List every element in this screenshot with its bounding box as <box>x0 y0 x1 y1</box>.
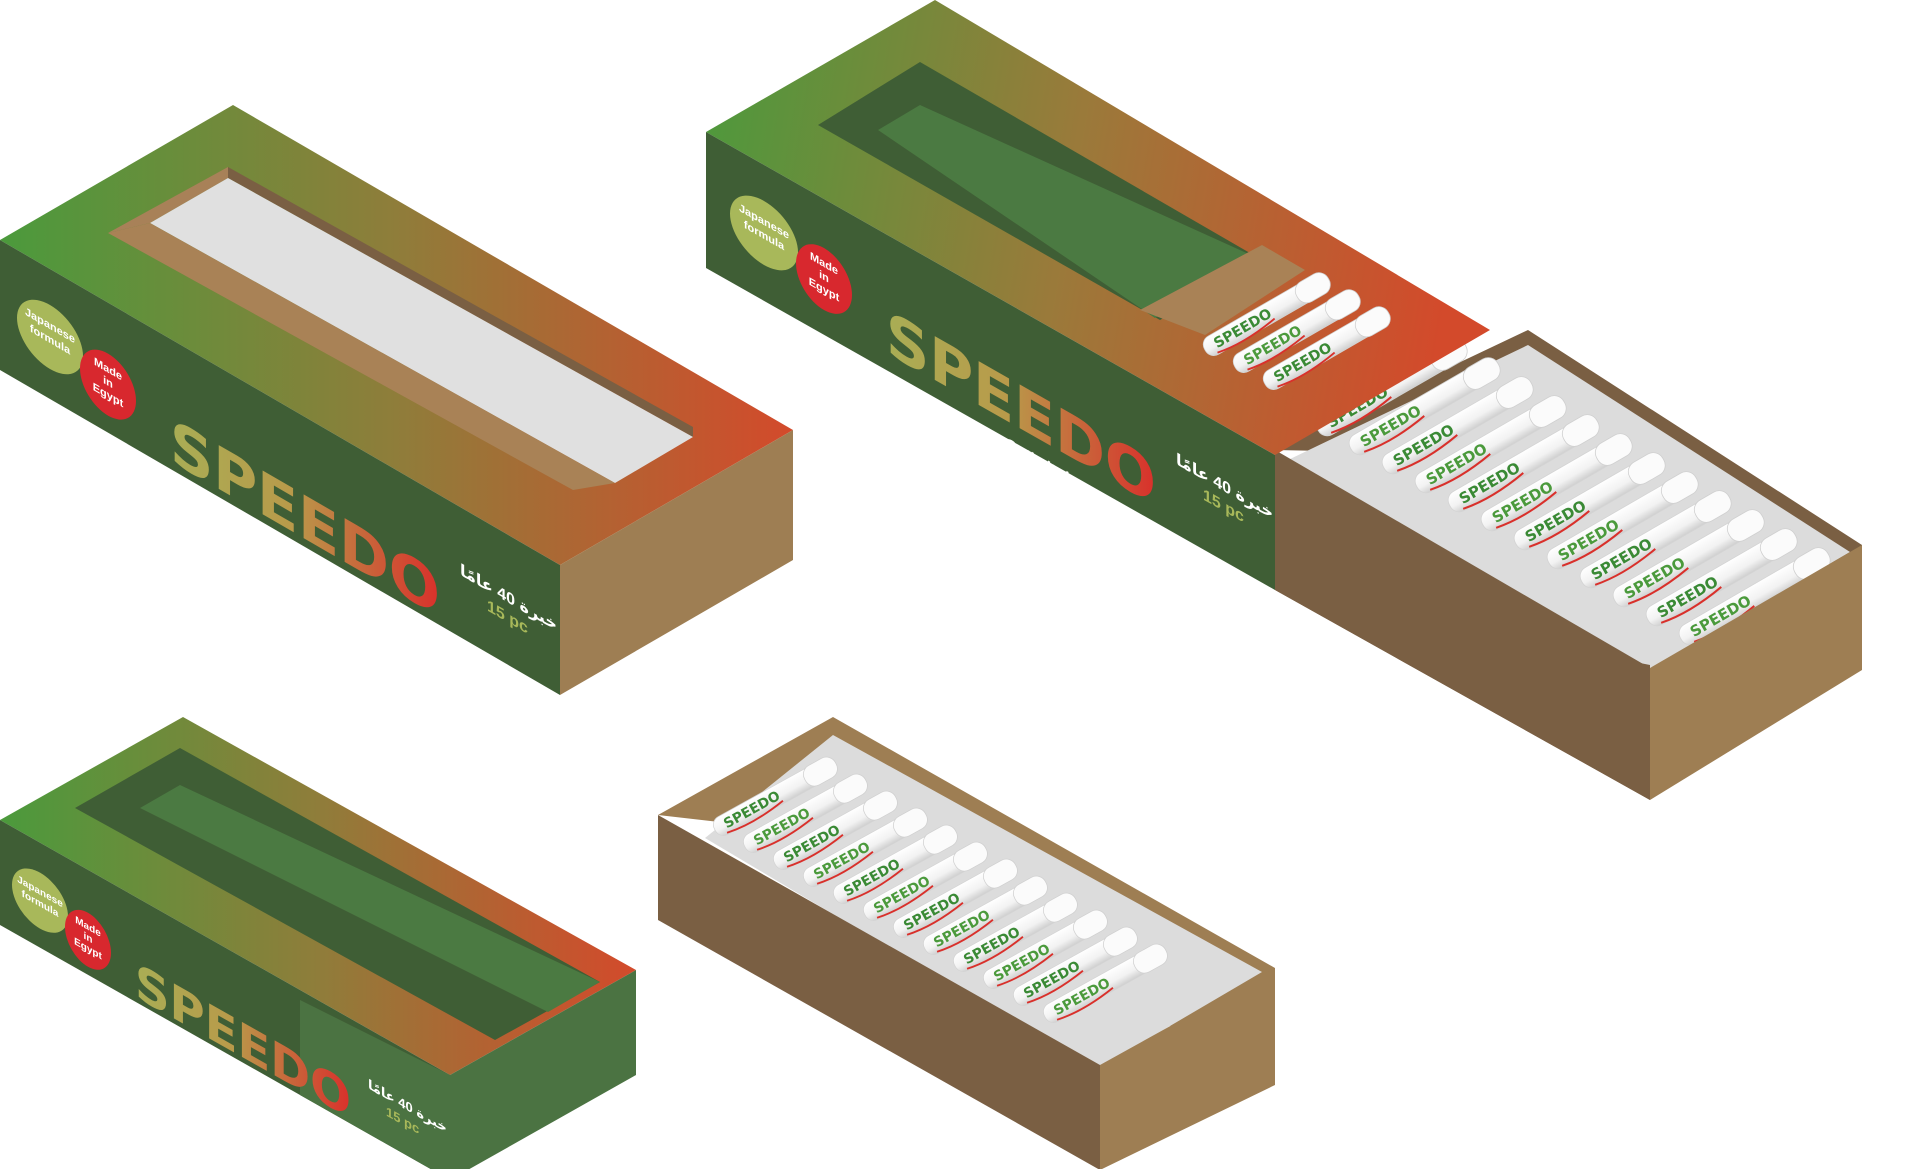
box-closed-window <box>0 717 636 1169</box>
badge-made-in-egypt: Made in Egypt <box>796 244 852 314</box>
box-end-face <box>560 430 793 695</box>
box-closed-empty <box>0 105 793 695</box>
badge-japanese-formula: Japanese formula <box>12 868 68 933</box>
tray-front-panel <box>658 815 1100 1169</box>
tray-end-face <box>1650 545 1862 800</box>
window-floor <box>150 178 693 483</box>
window-wall-back <box>228 167 693 437</box>
badge-line: in <box>84 930 93 946</box>
sleeve-front-shade <box>300 1000 450 1169</box>
box-open-sliding: SPEEDOSPEEDOSPEEDOSPEEDOSPEEDOSPEEDOSPEE… <box>706 0 1862 800</box>
tray-front-panel <box>1275 450 1650 800</box>
window-tray-edge <box>1140 245 1305 335</box>
badge-made-in-egypt: Made in Egypt <box>65 909 111 970</box>
tray-open: SPEEDOSPEEDOSPEEDOSPEEDOSPEEDOSPEEDOSPEE… <box>658 717 1275 1169</box>
badge-made-in-egypt: Made in Egypt <box>80 349 136 420</box>
window-wall-left <box>108 167 228 233</box>
badge-japanese-formula: Japanese formula <box>730 195 798 271</box>
window-inner-floor <box>140 785 600 1012</box>
sleeve-front-face <box>0 240 560 695</box>
glue-stick: SPEEDO <box>1579 490 1732 589</box>
window-inner-floor <box>878 105 1262 318</box>
sleeve-front-face <box>706 132 1275 590</box>
tray-sticks: SPEEDOSPEEDOSPEEDOSPEEDOSPEEDOSPEEDOSPEE… <box>713 756 1168 1023</box>
tray-end-face <box>1100 968 1275 1169</box>
badge-line: in <box>103 373 113 392</box>
window-wall-front <box>108 223 615 490</box>
badge-line: in <box>819 267 829 286</box>
box-end-face <box>450 970 636 1169</box>
